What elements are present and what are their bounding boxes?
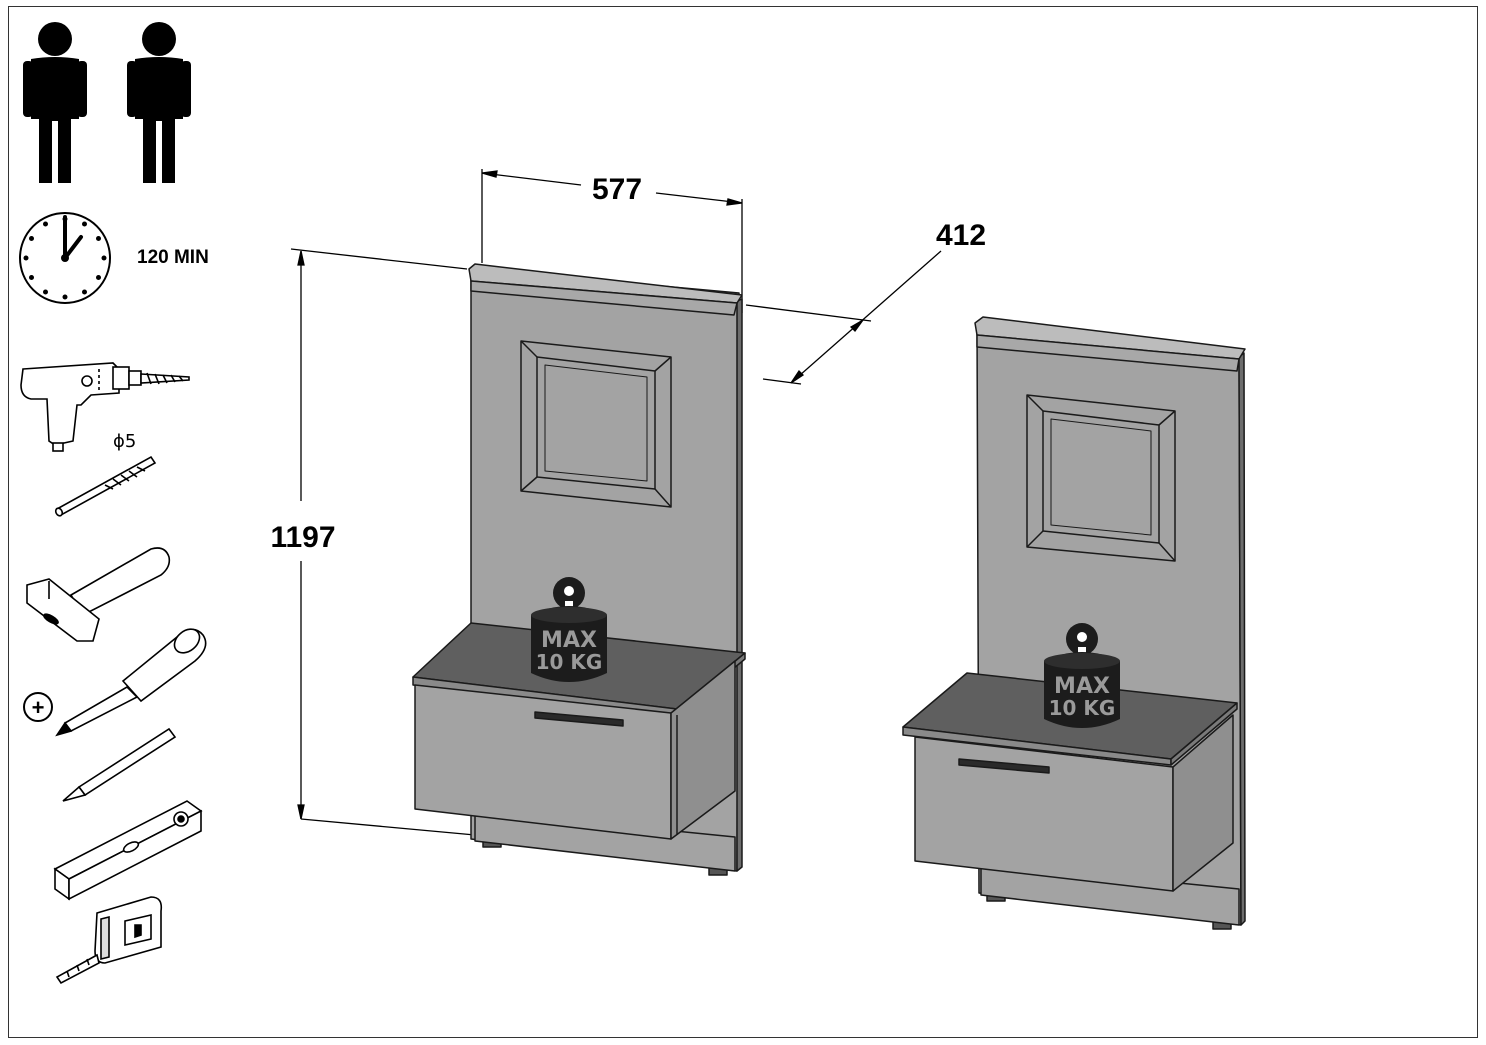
person-icon (127, 22, 191, 183)
clock-icon (19, 212, 111, 304)
weight-limit-icon: MAX 10 KG (531, 577, 607, 682)
screwdriver-icon (55, 628, 207, 737)
drill-icon (20, 362, 190, 452)
depth-label: 412 (936, 219, 986, 252)
weight-limit-line2: 10 KG (1049, 696, 1116, 720)
person-icon (23, 22, 87, 183)
spirit-level-icon (53, 800, 203, 901)
phillips-head-symbol: + (23, 692, 53, 722)
weight-limit-line1: MAX (541, 628, 597, 653)
height-label: 1197 (270, 521, 335, 554)
svg-text:+: + (32, 695, 45, 720)
tape-measure-icon (55, 896, 163, 985)
weight-limit-line1: MAX (1054, 674, 1110, 699)
instruction-drawing: 120 MIN ϕ5 (19, 22, 1246, 985)
pencil-icon (62, 727, 177, 802)
instruction-sheet: 120 MIN ϕ5 (8, 6, 1478, 1038)
nightstand-unit-left (412, 263, 746, 876)
width-label: 577 (592, 173, 642, 206)
assembly-time-label: 120 MIN (137, 247, 209, 268)
depth-dimension (745, 250, 942, 385)
weight-limit-icon: MAX 10 KG (1044, 623, 1120, 728)
nightstand-unit-right (902, 316, 1246, 930)
drill-bit-diameter-label: ϕ5 (113, 431, 136, 452)
height-dimension (290, 248, 476, 836)
drill-bit-icon (54, 455, 157, 517)
hammer-icon (26, 547, 171, 642)
weight-limit-line2: 10 KG (536, 650, 603, 674)
width-dimension (481, 169, 743, 313)
